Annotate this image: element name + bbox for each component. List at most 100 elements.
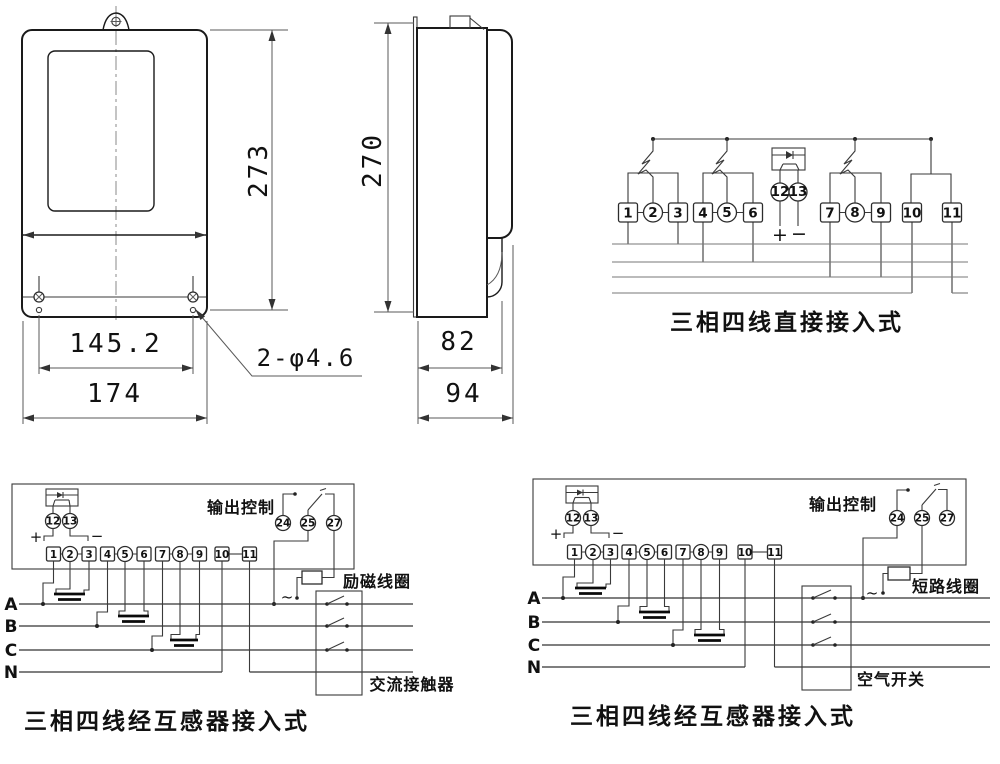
- terminal-square-7: [819, 202, 841, 223]
- phase-label-b: B: [5, 617, 18, 637]
- dimension-height: 273: [210, 29, 288, 311]
- svg-text:8: 8: [176, 549, 183, 561]
- minus-sign: −: [612, 524, 625, 542]
- dimension-side-height-value: 270: [358, 132, 388, 188]
- svg-text:2: 2: [589, 547, 596, 559]
- svg-text:11: 11: [242, 549, 257, 561]
- svg-text:25: 25: [301, 518, 316, 530]
- switch-blade: [921, 488, 937, 506]
- control-terminal-27: [938, 509, 956, 527]
- svg-text:12: 12: [46, 516, 61, 528]
- svg-text:1: 1: [571, 547, 578, 559]
- svg-text:7: 7: [679, 547, 686, 559]
- terminal-circle-5: [716, 202, 738, 223]
- svg-text:3: 3: [85, 549, 92, 561]
- svg-text:10: 10: [738, 547, 753, 559]
- optocoupler-symbol: [771, 147, 806, 183]
- dimension-total-depth: 94: [418, 245, 514, 424]
- svg-text:6: 6: [140, 549, 147, 561]
- svg-text:9: 9: [196, 549, 203, 561]
- wire: [627, 172, 679, 203]
- ct-symbol-phase-b: [95, 561, 149, 628]
- svg-text:12: 12: [771, 184, 790, 200]
- svg-text:2: 2: [648, 205, 657, 221]
- phase-label-c: C: [528, 636, 540, 656]
- svg-text:9: 9: [716, 547, 723, 559]
- svg-text:1: 1: [50, 549, 57, 561]
- terminal-square-9: [870, 202, 892, 223]
- ct-left-caption: 三相四线经互感器接入式: [24, 708, 310, 735]
- switch-blade: [326, 617, 345, 627]
- control-terminal-25: [299, 514, 317, 532]
- ac-mark: ~: [281, 588, 294, 606]
- switch-blade: [326, 595, 345, 605]
- direct-wiring-diagram: 12 13 + − 1 2 3 4 5 6 7 8 9: [612, 137, 968, 336]
- dimension-body-depth: 82: [417, 301, 503, 424]
- phase-label-n: N: [4, 663, 18, 683]
- svg-text:3: 3: [673, 206, 682, 222]
- svg-text:7: 7: [825, 206, 834, 222]
- control-terminal-27: [325, 514, 343, 532]
- svg-text:11: 11: [767, 547, 782, 559]
- plus-sign: +: [550, 525, 563, 543]
- phase-label-c: C: [5, 641, 17, 661]
- svg-text:12: 12: [566, 513, 581, 525]
- wire: [829, 172, 882, 203]
- direct-diagram-caption: 三相四线直接接入式: [670, 309, 904, 336]
- terminal-square-11: [941, 202, 963, 223]
- svg-text:5: 5: [722, 205, 731, 221]
- seal-screw-left: [33, 276, 45, 303]
- svg-text:6: 6: [748, 206, 757, 222]
- terminal-circle-8: [844, 202, 866, 223]
- svg-text:10: 10: [215, 549, 230, 561]
- terminal-drop-wires: [627, 222, 953, 293]
- dimension-total-depth-value: 94: [445, 379, 482, 409]
- hanging-hook: [102, 12, 130, 31]
- svg-text:8: 8: [850, 205, 859, 221]
- contactor-box: [315, 590, 363, 696]
- control-terminal-24: [888, 509, 906, 527]
- ct-symbol-phase-c: [150, 561, 201, 652]
- voltage-link-symbol-3: [839, 139, 856, 203]
- coil-symbol: [887, 566, 911, 581]
- dimension-width-value: 174: [87, 379, 143, 409]
- output-control-label: 输出控制: [809, 495, 877, 514]
- dimension-hole-pitch: 145.2: [38, 315, 194, 374]
- air-switch-box: [801, 585, 852, 691]
- dimension-hole-pitch-value: 145.2: [69, 329, 162, 359]
- svg-text:10: 10: [903, 206, 922, 222]
- svg-text:4: 4: [698, 206, 707, 222]
- hole-note: 2-φ4.6: [194, 308, 362, 377]
- optocoupler-symbol: [565, 485, 599, 511]
- mounting-hole-right: [189, 306, 197, 314]
- output-control-label: 输出控制: [207, 498, 275, 517]
- terminal-cover-profile: [486, 237, 503, 298]
- phase-label-a: A: [4, 595, 18, 615]
- side-body-outline: [416, 27, 488, 318]
- hook-tab: [449, 15, 471, 29]
- switch-blade: [307, 493, 323, 511]
- svg-text:13: 13: [584, 513, 599, 525]
- meter-body-outline: [21, 29, 208, 318]
- coil-label: 励磁线圈: [343, 572, 411, 591]
- plus-sign: +: [30, 528, 43, 546]
- terminal-square-3: [667, 202, 689, 223]
- mounting-hole-left: [35, 306, 43, 314]
- terminal-square-1: [617, 202, 639, 223]
- phase-label-a: A: [527, 589, 541, 609]
- dimension-width: 174: [22, 321, 208, 424]
- minus-sign: −: [91, 527, 104, 545]
- svg-text:1: 1: [623, 206, 632, 222]
- svg-text:27: 27: [327, 518, 342, 530]
- svg-text:24: 24: [276, 518, 291, 530]
- svg-text:2: 2: [66, 549, 73, 561]
- ct-wiring-diagram-right: 12 13 + − 输出控制 24 25 27 ~ 短路线圈 1 2 3: [527, 478, 990, 730]
- meter-box: [11, 483, 355, 570]
- seal-screw-right: [187, 276, 199, 303]
- switch-blade: [812, 636, 832, 646]
- svg-text:6: 6: [661, 547, 668, 559]
- ct-right-caption: 三相四线经互感器接入式: [570, 703, 856, 730]
- terminal-square-10: [901, 202, 923, 223]
- svg-text:25: 25: [915, 513, 930, 525]
- svg-text:7: 7: [159, 549, 166, 561]
